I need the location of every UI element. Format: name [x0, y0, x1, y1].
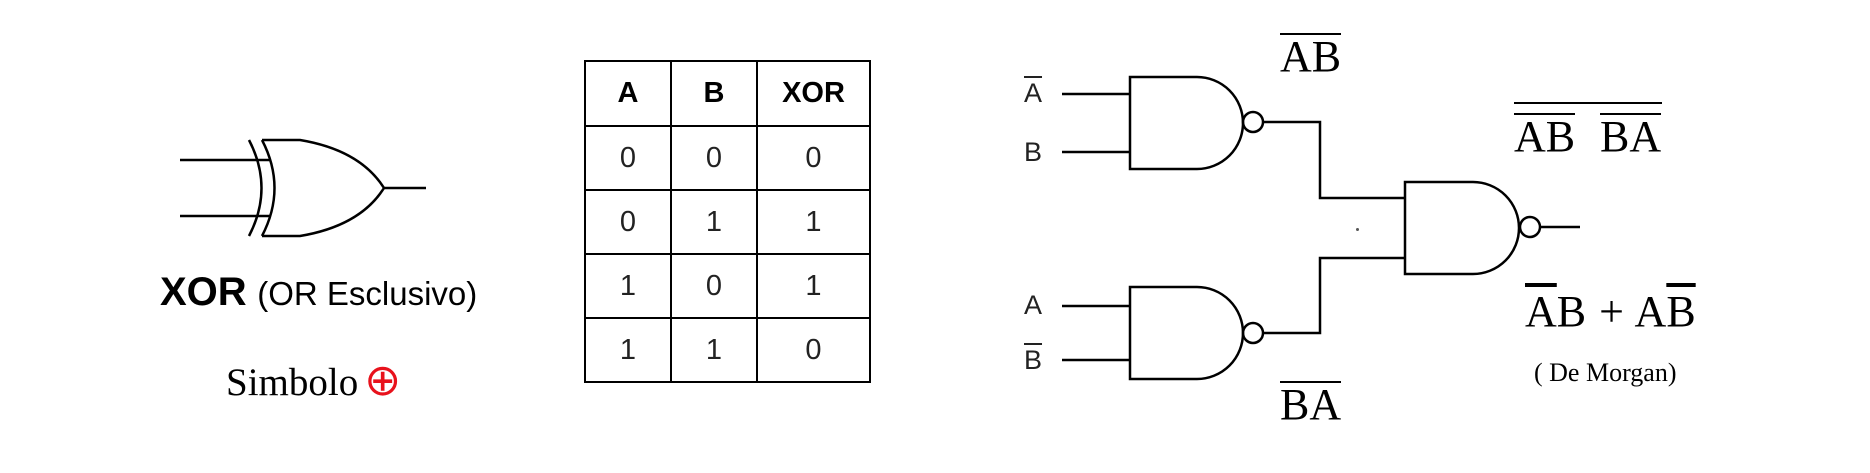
expr-plus: + — [1599, 287, 1624, 336]
table-cell: 0 — [670, 253, 758, 319]
input-a-bar: A — [1024, 78, 1043, 108]
header-xor: XOR — [756, 60, 871, 127]
expr-a: A — [1634, 287, 1667, 336]
expr-b: B — [1556, 287, 1587, 336]
final-term-ab: AB — [1514, 112, 1576, 161]
table-cell: 1 — [756, 189, 871, 255]
gate1-term-b: B — [1311, 32, 1342, 81]
gate2-term-a: A — [1309, 380, 1342, 429]
xor-expression: AB + AB — [1525, 290, 1696, 334]
de-morgan-note: ( De Morgan) — [1534, 358, 1677, 387]
table-cell: 1 — [584, 253, 672, 319]
gate2-output-label: BA — [1280, 380, 1342, 429]
final-term-a: A — [1514, 112, 1546, 161]
table-row: 0 0 0 — [584, 125, 871, 191]
input-b: B — [1024, 137, 1043, 167]
nand-gate-bottom — [1062, 256, 1405, 381]
nand-gate-output — [1403, 180, 1580, 276]
gate2-term-b: B — [1280, 380, 1310, 429]
gate1-term-a: A — [1280, 32, 1312, 81]
table-cell: 1 — [670, 317, 758, 383]
table-row: 1 1 0 — [584, 317, 871, 383]
xor-symbol-glyph: ⊕ — [364, 356, 402, 405]
xor-description: (OR Esclusivo) — [257, 275, 478, 312]
table-row: 1 0 1 — [584, 253, 871, 319]
header-b: B — [670, 60, 758, 127]
table-cell: 0 — [670, 125, 758, 191]
xor-gate-symbol — [180, 138, 426, 238]
table-cell: 0 — [756, 317, 871, 383]
xor-title: XOR (OR Esclusivo) — [160, 270, 477, 315]
table-cell: 1 — [584, 317, 672, 383]
junction-dot — [1356, 228, 1359, 231]
input-b-bar: B — [1024, 345, 1043, 375]
final-term-b2: B — [1600, 112, 1630, 161]
table-cell: 0 — [584, 189, 672, 255]
truth-table-header: A B XOR — [584, 60, 871, 127]
table-cell: 0 — [584, 125, 672, 191]
expr-b-bar: B — [1666, 287, 1696, 336]
final-term-b: B — [1545, 112, 1576, 161]
table-cell: 1 — [756, 253, 871, 319]
header-a: A — [584, 60, 672, 127]
table-cell: 0 — [756, 125, 871, 191]
xor-name: XOR — [160, 270, 247, 314]
truth-table: A B XOR 0 0 0 0 1 1 1 0 1 1 1 0 — [584, 60, 871, 383]
table-cell: 1 — [670, 189, 758, 255]
input-a: A — [1024, 290, 1043, 320]
symbol-label: Simbolo — [226, 361, 359, 404]
nand-gate-top — [1062, 75, 1405, 200]
final-output-outer-bar — [1514, 102, 1662, 104]
symbol-line: Simbolo⊕ — [226, 355, 401, 406]
final-term-ba: BA — [1600, 112, 1662, 161]
expr-a-bar: A — [1525, 287, 1557, 336]
final-term-a2: A — [1629, 112, 1662, 161]
gate1-output-label: AB — [1280, 32, 1342, 81]
table-row: 0 1 1 — [584, 189, 871, 255]
